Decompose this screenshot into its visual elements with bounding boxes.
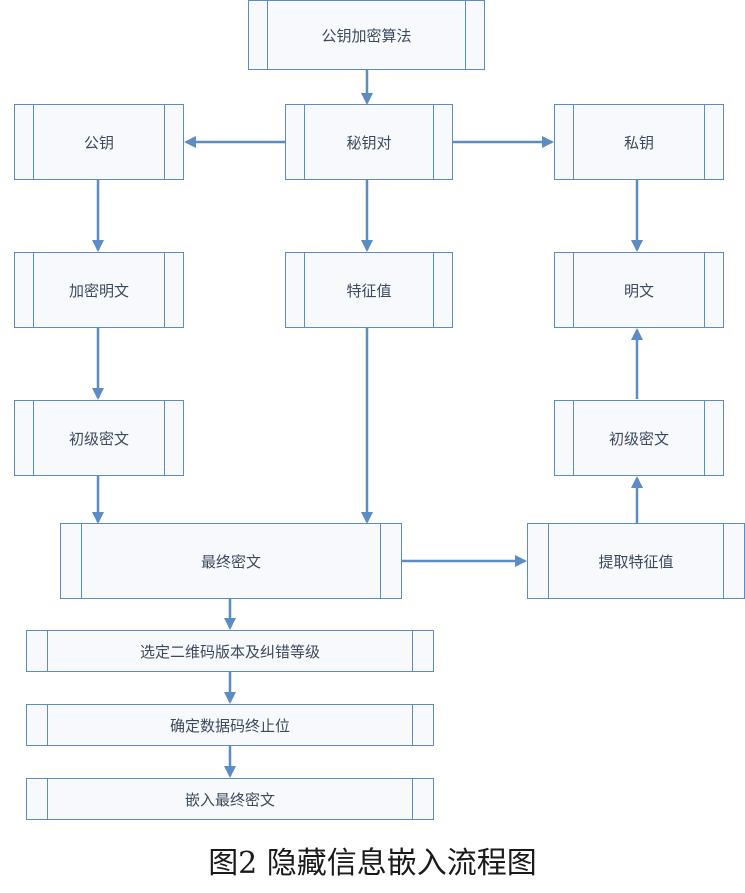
node-encrypt-plaintext: 加密明文 xyxy=(14,252,184,328)
node-final-cipher: 最终密文 xyxy=(60,523,402,599)
node-label: 特征值 xyxy=(346,281,392,300)
node-label: 公钥 xyxy=(83,133,114,152)
figure-caption: 图2 隐藏信息嵌入流程图 xyxy=(208,846,537,881)
node-initial-cipher-left: 初级密文 xyxy=(14,400,184,476)
node-feature-value: 特征值 xyxy=(285,252,453,328)
node-label: 公钥加密算法 xyxy=(321,26,412,45)
node-label: 明文 xyxy=(623,281,654,300)
node-label: 最终密文 xyxy=(200,552,261,571)
node-extract-feature: 提取特征值 xyxy=(527,523,745,599)
node-label: 嵌入最终密文 xyxy=(184,790,275,809)
node-initial-cipher-right: 初级密文 xyxy=(554,400,724,476)
node-embed-final-cipher: 嵌入最终密文 xyxy=(26,778,434,820)
node-plaintext: 明文 xyxy=(554,252,724,328)
node-determine-stop-bit: 确定数据码终止位 xyxy=(26,704,434,746)
node-label: 初级密文 xyxy=(68,429,129,448)
node-label: 加密明文 xyxy=(68,281,129,300)
node-label: 初级密文 xyxy=(608,429,669,448)
node-label: 私钥 xyxy=(623,133,654,152)
node-keypair: 秘钥对 xyxy=(285,104,453,180)
node-pubkey-algorithm: 公钥加密算法 xyxy=(248,0,485,70)
node-label: 选定二维码版本及纠错等级 xyxy=(139,642,320,661)
node-select-qr-version: 选定二维码版本及纠错等级 xyxy=(26,630,434,672)
node-privkey: 私钥 xyxy=(554,104,724,180)
node-label: 确定数据码终止位 xyxy=(169,716,290,735)
node-label: 提取特征值 xyxy=(598,552,674,571)
node-pubkey: 公钥 xyxy=(14,104,184,180)
node-label: 秘钥对 xyxy=(346,133,392,152)
